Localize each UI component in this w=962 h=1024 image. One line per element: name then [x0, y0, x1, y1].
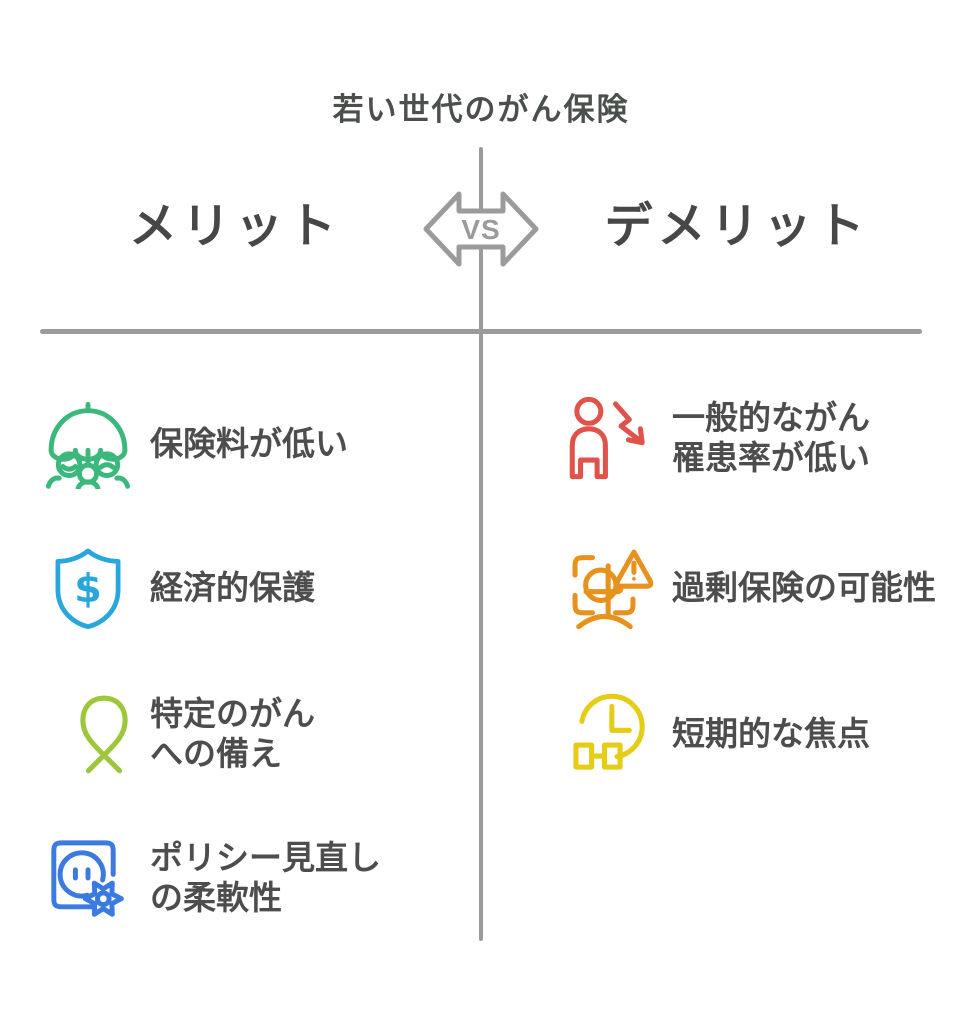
item-label: 保険料が低い: [150, 424, 348, 464]
page-title: 若い世代のがん保険: [332, 92, 630, 127]
item-label: 経済的保護: [150, 568, 315, 608]
item-label-line: への備え: [150, 735, 282, 772]
shield-dollar-svg: $: [55, 548, 121, 630]
vs-badge: VS: [423, 181, 539, 277]
short-term-clock-icon: [562, 688, 658, 780]
vs-label: VS: [461, 214, 500, 245]
policy-review-gear-svg: [51, 840, 124, 917]
merits-header: メリット: [128, 200, 341, 253]
person-declining-rate-svg: [569, 396, 645, 480]
item-label-line: 過剰保険の可能性: [672, 569, 936, 606]
demerit-item-over-insurance: 過剰保険の可能性: [562, 538, 936, 638]
demerit-item-short-term-focus: 短期的な焦点: [562, 686, 870, 782]
item-label-line: 罹患率が低い: [672, 439, 870, 476]
short-term-clock-svg: [573, 693, 645, 770]
policy-review-gear-icon: [40, 833, 136, 923]
item-label: 特定のがん への備え: [150, 694, 315, 774]
family-under-umbrella-svg: [45, 401, 131, 489]
awareness-ribbon-icon: [40, 688, 136, 780]
item-label-line: 一般的ながん: [672, 399, 870, 436]
item-label-line: ポリシー見直し: [150, 839, 381, 876]
item-label-line: 短期的な焦点: [672, 715, 870, 752]
merit-item-policy-flexibility: ポリシー見直し の柔軟性: [40, 828, 381, 928]
item-label: 一般的ながん 罹患率が低い: [672, 398, 870, 478]
vs-arrow-shape: [423, 191, 539, 267]
over-insurance-warning-svg: [572, 549, 654, 630]
awareness-ribbon-svg: [80, 695, 128, 774]
shield-dollar-icon: $: [40, 545, 136, 631]
demerits-header: デメリット: [604, 200, 870, 253]
family-under-umbrella-icon: [40, 399, 136, 489]
merit-item-financial-protection: $ 経済的保護: [40, 540, 315, 636]
merit-item-specific-cancer: 特定のがん への備え: [40, 684, 315, 784]
vs-double-arrow-icon: VS: [423, 191, 539, 267]
horizontal-divider-line: [40, 329, 922, 334]
dollar-sign-glyph: $: [74, 566, 102, 612]
vertical-divider-line: [479, 147, 483, 941]
over-insurance-warning-icon: [562, 542, 658, 634]
person-declining-rate-icon: [562, 392, 658, 484]
item-label: 短期的な焦点: [672, 714, 870, 754]
item-label: 過剰保険の可能性: [672, 568, 936, 608]
merit-item-low-premium: 保険料が低い: [40, 396, 348, 492]
item-label-line: の柔軟性: [150, 879, 282, 916]
item-label-line: 保険料が低い: [150, 425, 348, 462]
demerit-item-low-incidence: 一般的ながん 罹患率が低い: [562, 390, 870, 486]
item-label-line: 経済的保護: [150, 569, 315, 606]
item-label-line: 特定のがん: [150, 695, 315, 732]
item-label: ポリシー見直し の柔軟性: [150, 838, 381, 918]
